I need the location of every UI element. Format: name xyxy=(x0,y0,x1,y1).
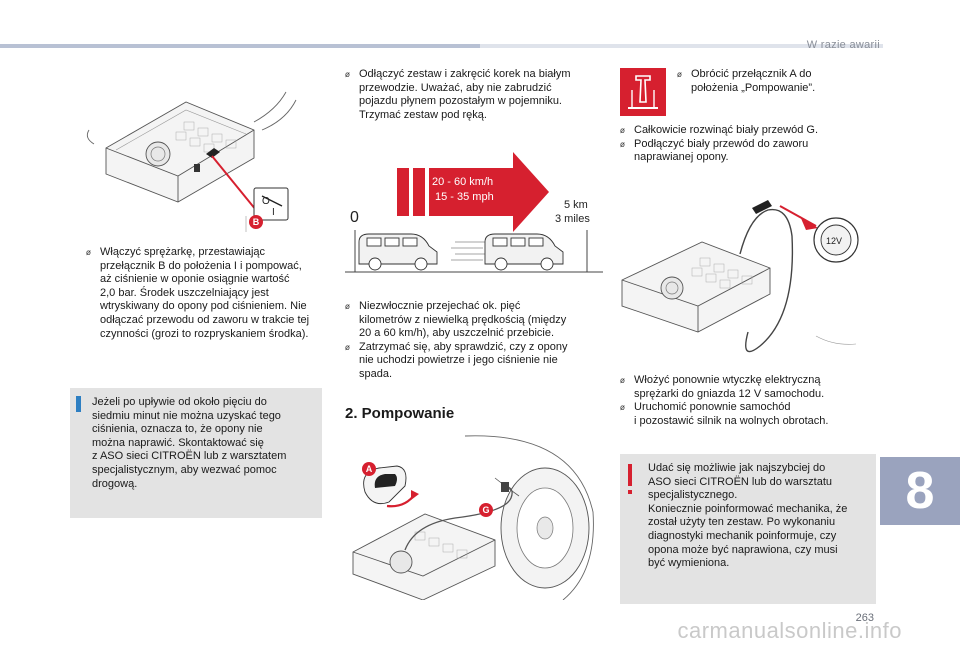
compressor-switch-illustration: O I xyxy=(86,91,297,232)
distance-km-label: 5 km xyxy=(564,199,588,211)
motion-lines xyxy=(451,241,485,261)
van-start-icon xyxy=(358,233,438,271)
section-header: W razie awarii xyxy=(806,39,880,51)
step-connect-valve: Podłączyć biały przewód do zaworu napraw… xyxy=(620,138,876,165)
info-icon xyxy=(76,396,81,412)
step-drive: Niezwłocznie przejechać ok. pięć kilomet… xyxy=(345,300,603,382)
chapter-tab: 8 xyxy=(880,457,960,525)
speed-distance-illustration: 20 - 60 km/h 15 - 35 mph 0 5 km 3 miles xyxy=(345,152,603,273)
section-title-inflation: 2. Pompowanie xyxy=(345,405,455,422)
socket-12v-label: 12V xyxy=(826,236,842,246)
inflation-kit-illustration xyxy=(352,435,594,600)
warning-note: Udać się możliwie jak najszybciej do ASO… xyxy=(620,454,876,604)
callout-B: B xyxy=(249,215,263,229)
van-moving-icon xyxy=(484,233,564,271)
step-rotate-switch: Obrócić przełącznik A do położenia „Pomp… xyxy=(677,68,877,95)
step-plug-compressor: Włożyć ponownie wtyczkę elektryczną sprę… xyxy=(620,374,876,428)
callout-A: A xyxy=(362,462,376,476)
step-stop-check: Zatrzymać się, aby sprawdzić, czy z opon… xyxy=(345,341,603,382)
svg-text:O: O xyxy=(262,196,270,207)
watermark: carmanualsonline.info xyxy=(677,618,902,643)
page-number: 263 xyxy=(855,612,874,624)
step-unroll-hose: Całkowicie rozwinąć biały przewód G. Pod… xyxy=(620,124,876,165)
info-note: Jeżeli po upływie od około pięciu do sie… xyxy=(70,388,322,518)
zero-label: 0 xyxy=(350,209,359,226)
header-rule-light xyxy=(480,44,883,48)
speed-mph-label: 15 - 35 mph xyxy=(435,191,494,203)
svg-text:I: I xyxy=(272,207,275,218)
callout-G: G xyxy=(479,503,493,517)
power-socket-illustration: 12V xyxy=(621,200,859,353)
speed-kmh-label: 20 - 60 km/h xyxy=(432,176,493,188)
warning-icon xyxy=(628,464,632,486)
step-disconnect-kit: Odłączyć zestaw i zakręcić korek na biał… xyxy=(345,68,603,122)
switch-selector-icon xyxy=(620,68,666,116)
distance-miles-label: 3 miles xyxy=(555,213,590,225)
step-start-compressor: Włączyć sprężarkę, przestawiając przełąc… xyxy=(86,246,322,341)
step-restart-engine: Uruchomić ponownie samochód i pozostawić… xyxy=(620,401,876,428)
header-rule xyxy=(0,44,480,48)
